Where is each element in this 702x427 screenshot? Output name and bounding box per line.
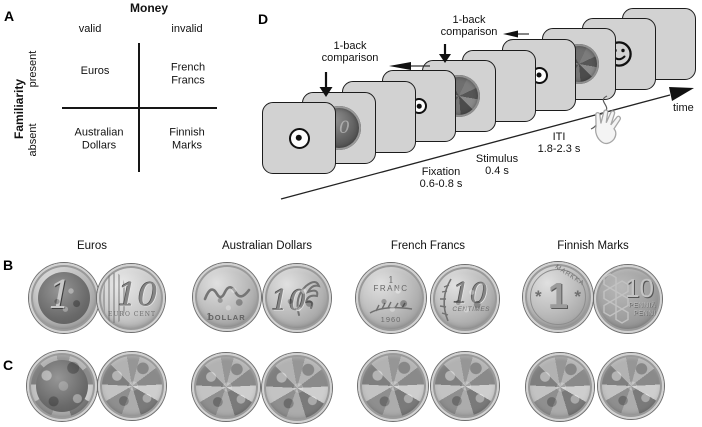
oneback-annotation-1: 1-back comparison	[321, 40, 379, 64]
olive-branch-motif	[439, 278, 452, 322]
time-arrowhead-icon	[669, 87, 694, 101]
coin-10-french-centimes: 10 CENTIMES	[431, 265, 499, 333]
row-absent-label: absent	[27, 123, 39, 157]
cell-invalid-absent: Finnish Marks	[169, 126, 205, 152]
currency-label-french-francs: French Francs	[390, 240, 466, 252]
scrambled-coin-1-french-franc	[358, 351, 428, 421]
rosette-motif: *	[574, 287, 581, 306]
currency-label-finnish-marks: Finnish Marks	[557, 240, 629, 252]
cell-valid-present: Euros	[80, 64, 110, 77]
coin-1-australian-dollar: 1 DOLLAR	[193, 263, 261, 331]
honeycomb-motif	[603, 273, 629, 324]
coin-10-australian-cents: 10	[263, 264, 331, 332]
rosette-motif: *	[535, 287, 542, 306]
response-hand-icon	[595, 109, 621, 145]
motion-swoosh-icon	[590, 95, 608, 130]
coin-1-euro: 1	[29, 263, 99, 333]
left-arrow-icon-2	[503, 30, 529, 38]
coin-1-french-franc: 1 FRANC 1960	[356, 263, 426, 333]
coin-10-euro-cent: 10 EURO CENT	[97, 264, 165, 332]
column-valid-label: valid	[78, 23, 102, 35]
panel-a-label: A	[4, 8, 15, 24]
oneback-annotation-2: 1-back comparison	[440, 14, 498, 38]
money-header: Money	[129, 1, 169, 15]
fixation-timing-label: Fixation 0.6-0.8 s	[419, 166, 463, 190]
branch-motif	[369, 301, 413, 314]
scrambled-coin-1-euro	[27, 351, 97, 421]
fixation-dot-icon	[288, 127, 310, 149]
scrambled-coin-10-finnish-pennia	[598, 353, 664, 419]
card-1-fixation	[262, 102, 336, 174]
scrambled-coin-10-euro-cent	[98, 352, 166, 420]
time-axis-label: time	[673, 102, 694, 114]
scrambled-coin-10-australian-cents	[262, 353, 332, 423]
kangaroo-motif	[203, 285, 251, 301]
stripes-motif	[103, 273, 126, 323]
panel-d-label: D	[258, 11, 269, 27]
row-present-label: present	[27, 50, 39, 88]
coin-10-finnish-pennia: 10 PENNIÄ PENNI	[594, 265, 662, 333]
column-invalid-label: invalid	[171, 23, 203, 35]
currency-label-australian-dollars: Australian Dollars	[221, 240, 313, 252]
stimulus-timing-label: Stimulus 0.4 s	[475, 153, 519, 177]
iti-timing-label: ITI 1.8-2.3 s	[537, 131, 581, 155]
scrambled-coin-1-australian-dollar	[192, 353, 260, 421]
cell-invalid-present: French Francs	[170, 61, 206, 87]
familiarity-header: Familiarity	[12, 78, 26, 140]
panel-b-label: B	[3, 257, 14, 273]
table-horizontal-line	[62, 107, 217, 109]
panel-c-label: C	[3, 357, 14, 373]
lyrebird-motif	[296, 281, 321, 316]
coin-1-finnish-markka: * * 1 MARKKA	[523, 262, 593, 332]
scrambled-coin-1-finnish-markka	[526, 353, 594, 421]
currency-label-euros: Euros	[76, 240, 108, 252]
cell-valid-absent: Australian Dollars	[74, 126, 124, 152]
scrambled-coin-10-french-centimes	[431, 352, 499, 420]
